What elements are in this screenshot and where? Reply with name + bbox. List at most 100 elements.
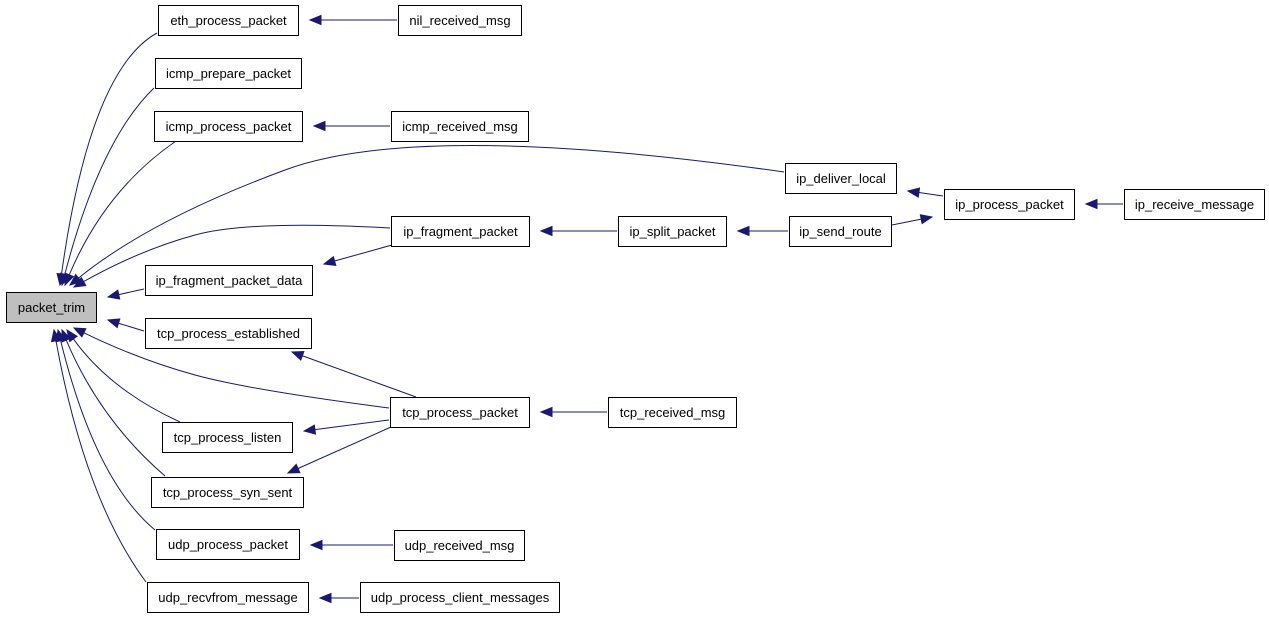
edge-icmp-received-msg-to-icmp-process-packet [312,120,390,132]
node-label: udp_received_msg [405,538,515,553]
edge-line [302,355,417,398]
node-ip-split-packet[interactable]: ip_split_packet [618,216,727,247]
nodes-layer: packet_trim eth_process_packet nil_receive… [6,5,1265,613]
arrowhead-icon [290,350,305,361]
node-ip-fragment-packet-data[interactable]: ip_fragment_packet_data [145,265,313,296]
edge-line [60,340,156,531]
edge-ip-send-route-to-ip-process-packet [891,214,934,226]
arrowhead-icon [318,592,332,604]
node-ip-deliver-local[interactable]: ip_deliver_local [785,163,897,194]
arrowhead-icon [50,328,62,343]
edge-tcp-process-packet-to-packet-trim [72,327,390,409]
edge-ip-fragment-packet-to-ip-fragment-packet-data [322,244,393,266]
node-udp-process-client-messages[interactable]: udp_process_client_messages [360,582,560,613]
edge-line [78,145,785,279]
node-packet-trim[interactable]: packet_trim [6,292,97,323]
node-label: icmp_process_packet [166,119,292,134]
arrowhead-icon [539,406,553,418]
node-udp-recvfrom-message[interactable]: udp_recvfrom_message [147,582,309,613]
node-box [390,397,530,428]
node-tcp-process-listen[interactable]: tcp_process_listen [162,422,293,453]
node-nil-received-msg[interactable]: nil_received_msg [398,5,522,36]
node-tcp-received-msg[interactable]: tcp_received_msg [608,397,737,428]
node-icmp-received-msg[interactable]: icmp_received_msg [391,111,529,142]
arrowhead-icon [906,187,921,198]
edge-line [891,218,922,226]
node-box [154,111,303,142]
edge-ip-deliver-local-to-packet-trim [68,145,785,286]
node-box [155,58,302,89]
node-label: ip_deliver_local [796,171,886,186]
node-label: ip_split_packet [630,224,716,239]
node-box [6,292,97,323]
edge-line [334,244,393,262]
edge-line [314,419,390,431]
edge-line [73,338,181,423]
node-tcp-process-established[interactable]: tcp_process_established [145,318,312,349]
node-ip-send-route[interactable]: ip_send_route [789,216,892,247]
node-label: tcp_process_established [157,326,300,341]
arrowhead-icon [106,289,121,300]
node-label: icmp_prepare_packet [166,66,291,81]
node-tcp-process-syn-sent[interactable]: tcp_process_syn_sent [151,477,304,508]
arrowhead-icon [72,327,87,338]
node-ip-receive-message[interactable]: ip_receive_message [1124,189,1265,220]
node-box [147,582,309,613]
node-icmp-prepare-packet[interactable]: icmp_prepare_packet [155,58,302,89]
node-tcp-process-packet[interactable]: tcp_process_packet [390,397,530,428]
edge-tcp-process-syn-sent-to-packet-trim [61,328,166,477]
node-box [391,111,529,142]
node-label: ip_fragment_packet_data [156,273,303,288]
edge-line [118,288,145,296]
node-udp-process-packet[interactable]: udp_process_packet [156,529,300,560]
node-box [360,582,560,613]
node-label: ip_process_packet [955,197,1064,212]
node-icmp-process-packet[interactable]: icmp_process_packet [154,111,303,142]
arrowhead-icon [72,276,87,288]
node-label: icmp_received_msg [402,119,518,134]
node-box [608,397,737,428]
node-label: nil_received_msg [409,13,510,28]
node-box [158,5,299,36]
node-label: ip_receive_message [1135,197,1254,212]
node-box [618,216,727,247]
node-box [391,216,530,247]
edge-ip-process-packet-to-ip-deliver-local [906,187,944,198]
edge-icmp-process-packet-to-packet-trim [64,140,177,287]
node-box [1124,189,1265,220]
node-box [789,216,892,247]
edge-line [61,32,158,275]
node-box [394,530,525,561]
node-label: packet_trim [18,300,85,315]
node-box [398,5,522,36]
edge-udp-process-client-messages-to-udp-recvfrom-message [318,592,359,604]
arrowhead-icon [919,214,934,225]
arrowhead-icon [539,225,553,237]
edge-tcp-process-packet-to-tcp-process-established [290,350,417,398]
edge-line [55,340,147,583]
edge-line [118,322,145,332]
arrowhead-icon [308,14,322,26]
edge-icmp-prepare-packet-to-packet-trim [59,87,155,287]
node-box [785,163,897,194]
edge-line [83,224,391,283]
edge-tcp-process-packet-to-tcp-process-syn-sent [286,426,392,474]
node-udp-received-msg[interactable]: udp_received_msg [394,530,525,561]
node-label: eth_process_packet [170,13,287,28]
node-box [162,422,293,453]
edge-ip-send-route-to-ip-split-packet [736,225,788,237]
arrowhead-icon [322,255,337,266]
edge-tcp-received-msg-to-tcp-process-packet [539,406,607,418]
node-ip-fragment-packet[interactable]: ip_fragment_packet [391,216,530,247]
node-ip-process-packet[interactable]: ip_process_packet [944,189,1075,220]
arrowhead-icon [106,318,121,329]
node-eth-process-packet[interactable]: eth_process_packet [158,5,299,36]
edge-udp-process-packet-to-packet-trim [55,328,156,531]
edge-line [64,87,155,275]
node-label: tcp_process_syn_sent [163,485,293,500]
node-box [944,189,1075,220]
node-label: udp_recvfrom_message [158,590,297,605]
node-label: ip_fragment_packet [403,224,518,239]
edge-line [918,192,944,197]
